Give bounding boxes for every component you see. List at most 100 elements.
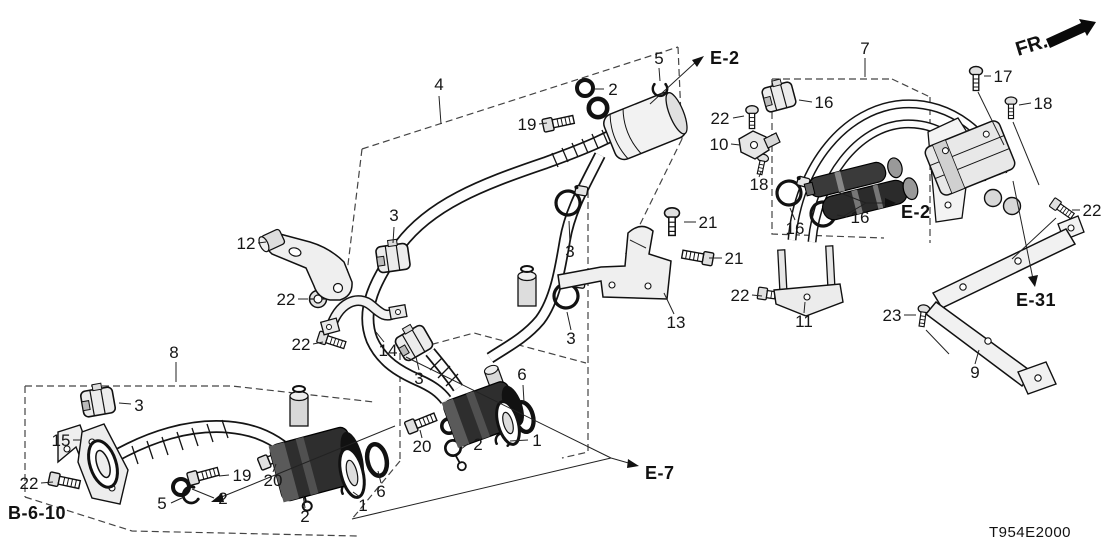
callout-3-22: 3 [565,242,574,261]
oring-2a [575,78,595,98]
callout-leader-10-7 [730,143,741,146]
callout-21-15: 21 [725,249,744,268]
ref-e7-label: E-7 [645,463,675,483]
callout-19-1: 19 [518,115,537,134]
callout-leader-6-39 [377,470,382,484]
callout-1-38: 1 [358,496,367,515]
callout-16-10: 16 [851,208,870,227]
hose-bellows-ticks [551,129,609,168]
callout-3-24: 3 [414,369,423,388]
callout-leader-19-1 [538,122,548,125]
callout-2-41: 2 [473,435,482,454]
ref-e2-top-label: E-2 [710,48,740,68]
callout-3-23: 3 [566,329,575,348]
pointer-lines [351,91,1057,520]
ref-b610: B-6-10 [8,425,396,523]
callout-leader-6-43 [522,384,525,403]
water-valve-assembly-lower [77,385,366,505]
callout-5-3: 5 [654,49,663,68]
callout-leader-3-30 [118,402,132,405]
gasket-6a [364,442,389,477]
callout-leader-20-40 [419,429,423,439]
callout-leader-2-37 [302,494,306,509]
callout-13-16: 13 [667,313,686,332]
parts [47,65,1085,513]
callout-leader-3-22 [568,220,571,244]
callout-leader-3-24 [415,356,420,371]
callout-20-36: 20 [264,471,283,490]
callout-3-30: 3 [134,396,143,415]
callout-7-4: 7 [860,39,869,58]
hoses [108,99,1008,465]
callout-2-35: 2 [218,489,227,508]
callout-leader-13-16 [663,292,675,315]
callout-17-11: 17 [994,67,1013,86]
callout-leader-3-21 [392,226,395,244]
purge-valve-assembly [803,157,919,221]
callout-leader-16-10 [836,214,848,218]
bracket-13 [557,225,672,300]
bolt-21a [663,207,681,237]
callout-leader-14-25 [375,331,385,343]
callout-22-6: 22 [711,109,730,128]
callout-leader-3-23 [566,311,572,331]
ref-e31: E-31 [1012,180,1056,310]
callout-18-8: 18 [750,175,769,194]
callout-4-0: 4 [434,75,443,94]
fr-arrow-icon [1046,19,1096,48]
callout-leader-19-34 [218,474,230,477]
callout-6-39: 6 [376,482,385,501]
bolt-19b [185,464,221,487]
callout-2-37: 2 [300,507,309,526]
callout-8-29: 8 [169,343,178,362]
callout-10-7: 10 [710,135,729,154]
callout-12-26: 12 [237,234,256,253]
clamp-16a [759,75,798,114]
bolt-20b [403,410,439,436]
callout-leader-4-0 [438,95,442,125]
bolt-18b [1004,96,1018,120]
callout-leader-11-17 [803,301,806,314]
callout-leader-22-32 [40,481,54,484]
callout-19-34: 19 [233,466,252,485]
bracket-9 [924,215,1085,395]
washer-2a2 [589,99,607,117]
diagram-code: T954E2000 [989,524,1071,541]
callout-22-28: 22 [292,335,311,354]
bolt-22b [745,105,759,130]
callout-15-31: 15 [52,431,71,450]
ref-e2-top: E-2 [649,48,740,105]
bracket-12 [258,228,353,301]
callout-23-19: 23 [883,306,902,325]
ref-e2-right: E-2 [866,198,931,222]
callout-9-20: 9 [970,363,979,382]
callout-leader-18-8 [758,171,762,178]
callout-leader-9-20 [974,349,980,365]
bolt-22g [315,330,348,352]
callout-22-27: 22 [277,290,296,309]
callout-21-14: 21 [699,213,718,232]
callout-leader-20-36 [272,463,277,473]
callout-5-33: 5 [157,494,166,513]
bolt-22e [47,471,82,492]
bolt-22c [1048,197,1076,221]
callout-22-32: 22 [20,474,39,493]
callout-18-12: 18 [1034,94,1053,113]
ref-e31-label: E-31 [1016,290,1056,310]
stay-14 [319,295,408,336]
callout-leader-22-18 [751,294,763,297]
callout-leader-1-38 [352,491,361,498]
callout-6-43: 6 [517,365,526,384]
ref-e2-right-label: E-2 [901,202,931,222]
clip-5a [651,81,669,98]
egr-valve-assembly [924,117,1022,223]
hose-joint-connector [603,91,688,161]
callout-22-18: 22 [731,286,750,305]
callout-11-17: 11 [795,312,813,331]
ref-e7: E-7 [610,457,675,483]
callout-20-40: 20 [413,437,432,456]
bolt-17 [968,65,984,92]
water-valve-assembly-upper [441,364,524,448]
